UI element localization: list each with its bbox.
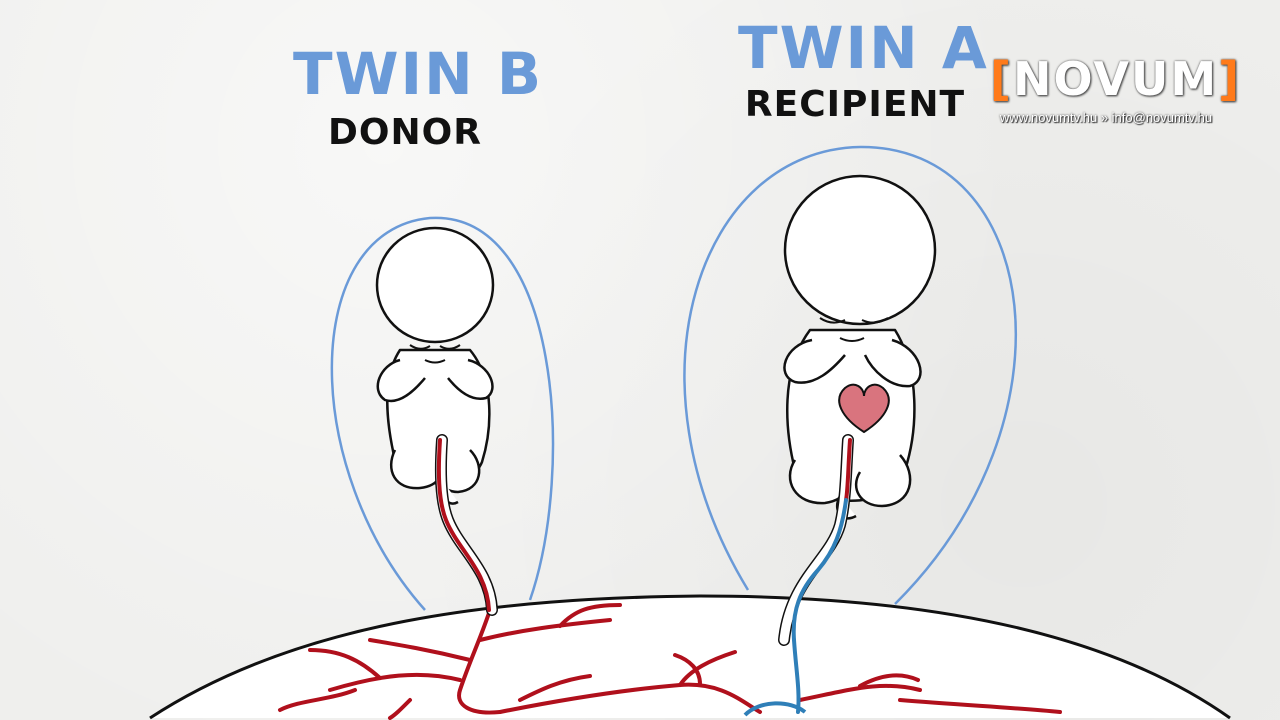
logo-website-text: www.novumtv.hu » info@novumtv.hu [999,110,1213,125]
twin-a-heart [838,383,890,434]
placenta [149,594,1231,720]
logo-word: NOVUM [1013,52,1219,106]
placental-vessels [278,603,1062,720]
logo-bracket-right: ] [1218,52,1242,106]
twin-a-face [819,317,889,342]
twin-a-title: TWIN A [738,14,989,82]
twin-a-role-label: RECIPIENT [744,84,966,125]
placental-vein [743,701,807,717]
twin-b-title: TWIN B [293,40,544,108]
novum-logo: [NOVUM] www.novumtv.hu » info@novumtv.hu [990,52,1239,132]
twin-b-fetus [375,226,495,505]
twin-b-face [409,344,461,364]
twin-a-umbilical-cord [778,434,854,714]
twin-b-sac [330,216,555,611]
twin-b-role-label: DONOR [328,112,482,153]
novum-logo-wordmark: [NOVUM] [990,52,1239,106]
logo-bracket-left: [ [990,52,1014,106]
twin-b-umbilical-cord [434,434,498,616]
twin-a-fetus [783,174,937,520]
twin-a-sac [683,145,1018,605]
